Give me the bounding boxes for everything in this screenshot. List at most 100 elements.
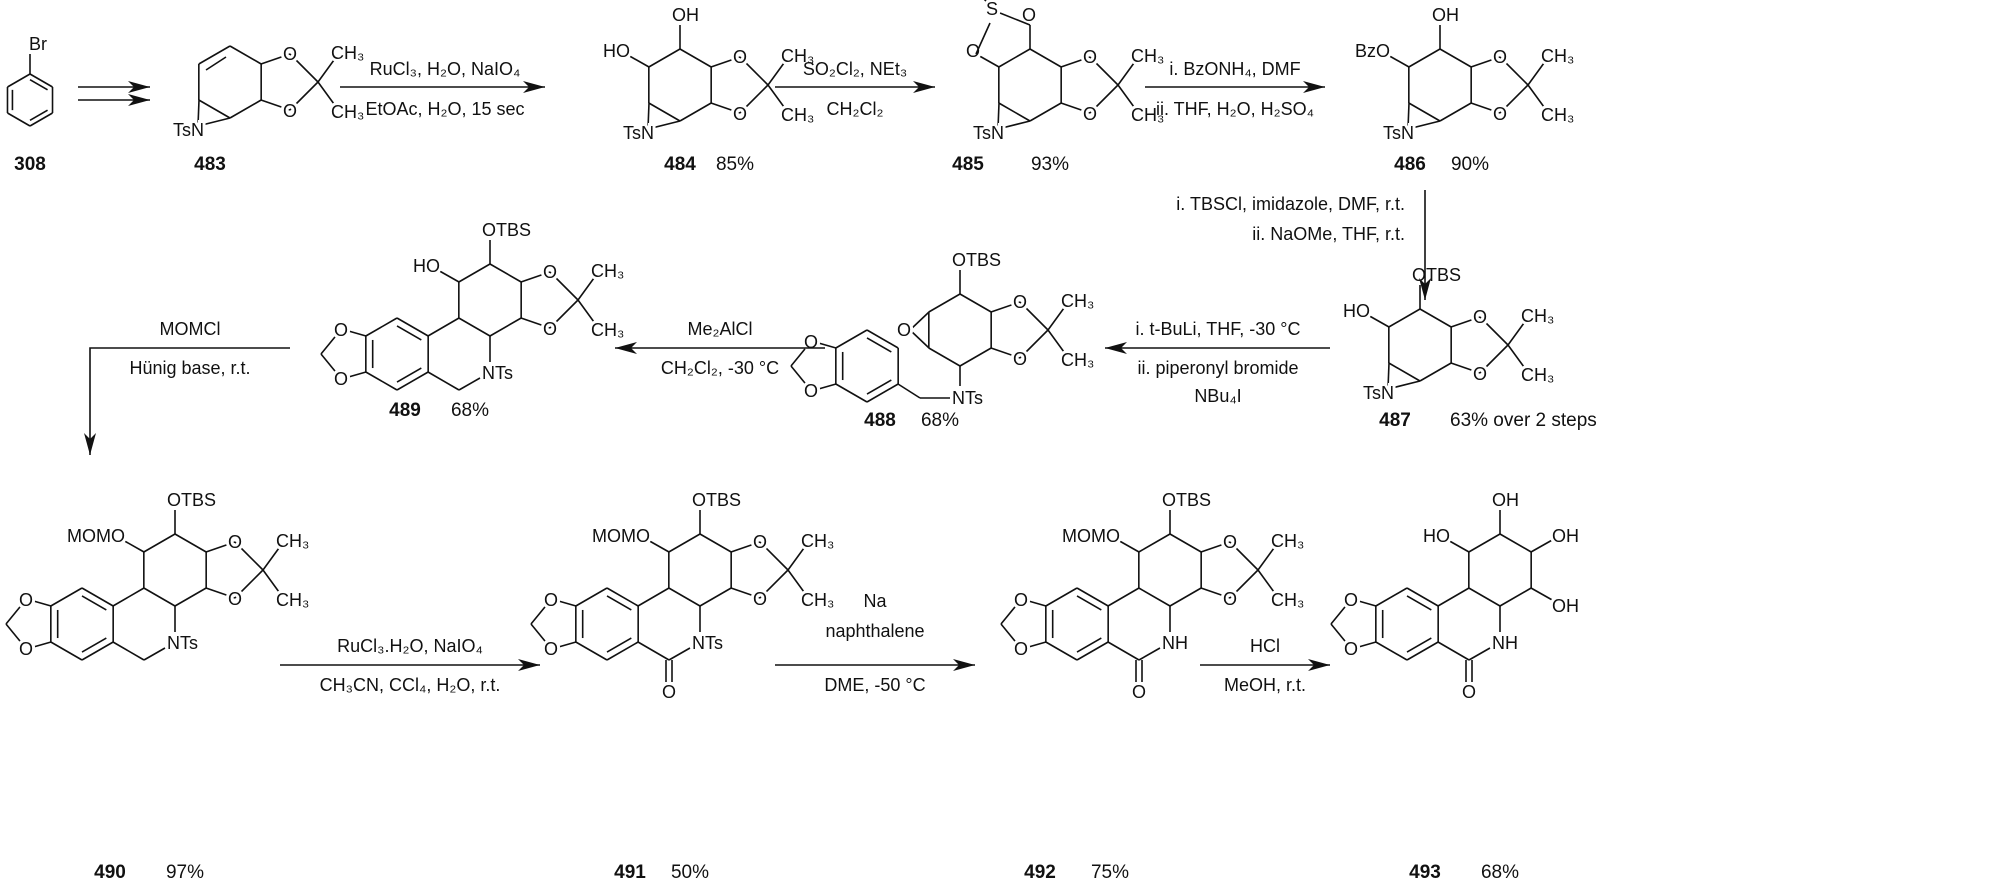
bond xyxy=(990,347,1021,359)
bond xyxy=(1365,313,1390,328)
benzene-ring-bond xyxy=(396,371,429,391)
benzene-ring-bond xyxy=(1076,641,1109,661)
arrow-head xyxy=(1308,659,1330,671)
bond xyxy=(1527,84,1545,108)
cyclohexane-bond xyxy=(174,533,207,553)
cyclohexane-bond xyxy=(648,48,681,68)
compound-number: 491 xyxy=(614,862,646,883)
oxygen-atom: O xyxy=(334,369,348,389)
bond xyxy=(1354,599,1377,607)
oxygen-atom: O xyxy=(334,320,348,340)
cyclohexane-bond xyxy=(1408,48,1441,68)
benzene-ring-bond xyxy=(1375,587,1408,607)
cyclohexane-bond xyxy=(489,317,522,337)
cyclohexane-bond xyxy=(928,293,961,313)
bond xyxy=(1229,541,1259,571)
bond xyxy=(1530,538,1555,553)
cyclohexane-bond xyxy=(198,99,231,119)
bond xyxy=(5,601,25,625)
tosyl-aziridine-nitrogen: TsN xyxy=(1363,383,1394,403)
compound-number: 485 xyxy=(952,154,984,175)
bond xyxy=(1407,102,1410,130)
bond xyxy=(1468,647,1491,661)
substituent-top: OTBS xyxy=(952,250,1001,270)
bond xyxy=(645,538,670,553)
bond xyxy=(1117,84,1135,108)
cyclohexane-bond xyxy=(959,347,992,367)
bond xyxy=(710,56,741,68)
yield-label: 50% xyxy=(671,862,709,883)
bond xyxy=(554,599,577,607)
bond xyxy=(197,117,231,127)
substituent-top: OTBS xyxy=(167,490,216,510)
bond xyxy=(1450,362,1481,374)
bond xyxy=(1499,84,1529,114)
bond xyxy=(983,0,987,2)
bond xyxy=(1229,569,1259,599)
oxygen-atom: O xyxy=(753,532,767,552)
reagent-label: CH₃CN, CCl₄, H₂O, r.t. xyxy=(320,675,501,695)
tosyl-aziridine-nitrogen: TsN xyxy=(623,123,654,143)
oxygen-atom: O xyxy=(1223,532,1237,552)
bond xyxy=(112,587,145,607)
cyclohexane-bond xyxy=(229,99,262,119)
bond xyxy=(1450,316,1481,328)
bond xyxy=(787,569,805,593)
yield-label: 68% xyxy=(921,410,959,431)
arrow-head xyxy=(128,94,150,106)
arrow-shaft xyxy=(89,347,290,455)
epoxide-oxygen: O xyxy=(897,320,911,340)
benzene-ring-double-bond xyxy=(606,637,632,653)
bond xyxy=(435,268,460,283)
oxygen-atom: O xyxy=(1493,47,1507,67)
reaction-arrow-487-488: i. t-BuLi, THF, -30 °Cii. piperonyl brom… xyxy=(1105,319,1330,406)
tosyl-aziridine-nitrogen: TsN xyxy=(173,120,204,140)
bond xyxy=(262,569,280,593)
reaction-arrow-308-483 xyxy=(78,81,150,106)
oxygen-atom: O xyxy=(1493,104,1507,124)
oxygen-atom: O xyxy=(543,262,557,282)
substituent-left: HO xyxy=(413,256,440,276)
substituent-top: OTBS xyxy=(692,490,741,510)
cyclohexane-bond xyxy=(1169,533,1202,553)
oxygen-atom: O xyxy=(1344,639,1358,659)
carbonyl-oxygen: O xyxy=(1132,682,1146,702)
bond xyxy=(637,587,670,607)
benzene-ring-double-bond xyxy=(1406,637,1432,653)
bond xyxy=(730,541,761,553)
oxygen-atom: O xyxy=(1344,590,1358,610)
bond xyxy=(1019,329,1049,359)
compound-number: 490 xyxy=(94,862,126,883)
bond xyxy=(759,569,789,599)
reagent-label: DME, -50 °C xyxy=(824,675,925,695)
sulfonamide-nitrogen: NTs xyxy=(952,388,983,408)
cyclohexane-bond xyxy=(1419,308,1452,328)
bond xyxy=(1330,601,1350,625)
oxygen-atom: O xyxy=(543,319,557,339)
benzene-ring-double-bond xyxy=(1076,637,1102,653)
bond xyxy=(1060,56,1091,68)
reagent-label: RuCl₃, H₂O, NaIO₄ xyxy=(370,59,521,79)
bond xyxy=(1387,380,1421,390)
bond xyxy=(999,12,1031,26)
reagent-label: SO₂Cl₂, NEt₃ xyxy=(803,59,907,79)
oxygen-atom: O xyxy=(1083,104,1097,124)
bond xyxy=(625,53,650,68)
cyclohexane-bond xyxy=(198,45,231,65)
reagent-label: MOMCl xyxy=(160,319,221,339)
carbonyl-oxygen: O xyxy=(1462,682,1476,702)
bond xyxy=(975,53,1000,68)
bond xyxy=(1138,647,1161,661)
bond xyxy=(1530,587,1555,602)
bond xyxy=(320,353,340,377)
benzene-ring-bond xyxy=(81,587,114,607)
reagent-label: i. t-BuLi, THF, -30 °C xyxy=(1136,319,1301,339)
cyclohexane-bond xyxy=(1439,48,1472,68)
